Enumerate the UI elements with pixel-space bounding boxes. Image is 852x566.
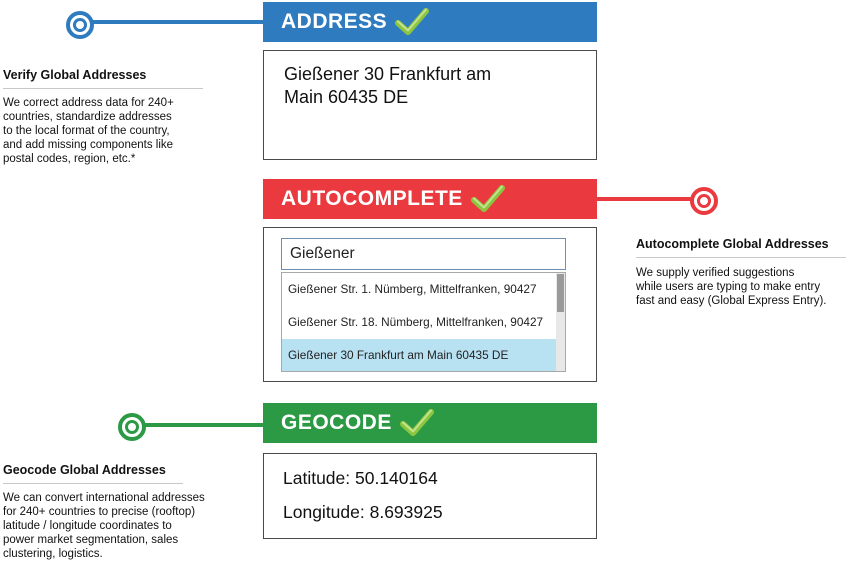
address-side-line: countries, standardize addresses <box>3 111 172 123</box>
geocode-side-line: We can convert international addresses <box>3 492 205 504</box>
address-value-line1: Gießener 30 Frankfurt am <box>284 64 492 84</box>
geocode-side-rule <box>3 483 183 484</box>
latitude-value: Latitude: 50.140164 <box>283 468 438 488</box>
geocode-box: Latitude: 50.140164 Longitude: 8.693925 <box>263 453 597 539</box>
geocode-node-inner <box>125 420 139 434</box>
address-node-inner <box>73 18 87 32</box>
address-side-line: to the local format of the country, <box>3 125 170 137</box>
address-node-icon <box>66 11 94 39</box>
autocomplete-connector-line <box>596 197 696 201</box>
autocomplete-side-title: Autocomplete Global Addresses <box>636 237 829 251</box>
autocomplete-side-line: while users are typing to make entry <box>636 281 821 293</box>
geocode-side-line: power market segmentation, sales <box>3 534 179 546</box>
address-side-title: Verify Global Addresses <box>3 68 147 82</box>
autocomplete-suggestion-list[interactable]: Gießener Str. 1. Nümberg, Mittelfranken,… <box>281 272 566 372</box>
autocomplete-header: AUTOCOMPLETE <box>263 179 597 219</box>
longitude-value: Longitude: 8.693925 <box>283 502 443 522</box>
suggestion-item[interactable]: Gießener Str. 18. Nümberg, Mittelfranken… <box>288 315 544 329</box>
autocomplete-side-rule <box>636 257 846 258</box>
geocode-side-line: clustering, logistics. <box>3 548 103 560</box>
address-side-line: and add missing components like <box>3 139 174 151</box>
check-icon <box>399 409 434 436</box>
address-connector-line <box>88 20 264 24</box>
autocomplete-search-input[interactable]: Gießener <box>281 238 566 270</box>
check-icon <box>470 185 505 212</box>
suggestion-item-selected[interactable]: Gießener 30 Frankfurt am Main 60435 DE <box>282 339 557 371</box>
address-value: Gießener 30 Frankfurt am Main 60435 DE <box>264 51 596 109</box>
geocode-connector-line <box>140 423 264 427</box>
suggestion-item[interactable]: Gießener Str. 1. Nümberg, Mittelfranken,… <box>288 282 537 296</box>
autocomplete-box: Gießener Gießener Str. 1. Nümberg, Mitte… <box>263 227 597 382</box>
address-value-line2: Main 60435 DE <box>284 87 409 107</box>
suggestion-scrollbar[interactable] <box>556 273 565 371</box>
autocomplete-side-line: We supply verified suggestions <box>636 267 795 279</box>
address-header: ADDRESS <box>263 2 597 42</box>
autocomplete-side-line: fast and easy (Global Express Entry). <box>636 295 827 307</box>
geocode-side-body: We can convert international addresses f… <box>3 491 205 561</box>
address-side-line: We correct address data for 240+ <box>3 97 174 109</box>
check-icon <box>395 8 430 35</box>
geocode-header-label: GEOCODE <box>281 411 392 434</box>
geocode-header: GEOCODE <box>263 403 597 443</box>
autocomplete-side-body: We supply verified suggestions while use… <box>636 266 826 308</box>
autocomplete-node-inner <box>697 194 711 208</box>
address-side-body: We correct address data for 240+ countri… <box>3 96 174 166</box>
address-header-label: ADDRESS <box>281 10 388 33</box>
scrollbar-thumb[interactable] <box>557 274 564 312</box>
geocode-side-line: latitude / longitude coordinates to <box>3 520 172 532</box>
address-side-line: postal codes, region, etc.* <box>3 153 136 165</box>
autocomplete-header-label: AUTOCOMPLETE <box>281 187 463 210</box>
geocode-side-line: for 240+ countries to precise (rooftop) <box>3 506 196 518</box>
geocode-side-title: Geocode Global Addresses <box>3 463 166 477</box>
address-side-rule <box>3 88 203 89</box>
address-box: Gießener 30 Frankfurt am Main 60435 DE <box>263 50 597 160</box>
